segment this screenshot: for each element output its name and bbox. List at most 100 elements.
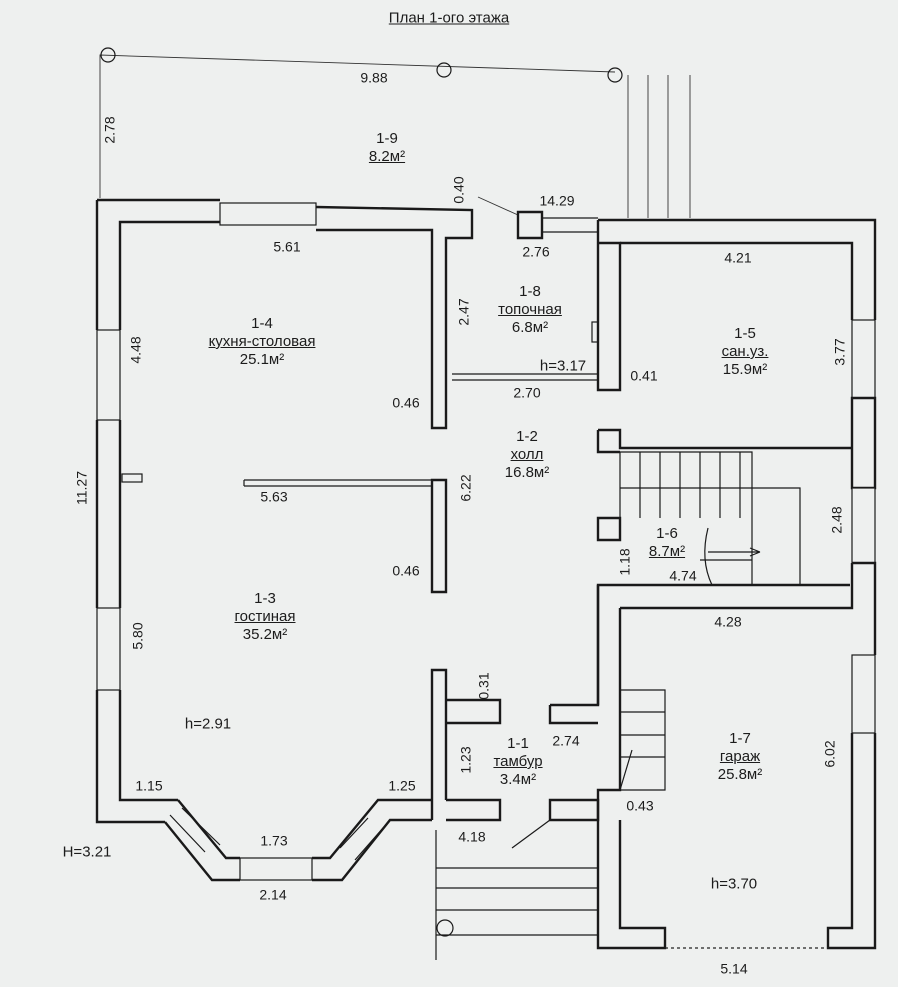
boiler-south-partition [452, 373, 598, 381]
room-area: 8.2м² [368, 148, 406, 165]
dim-1-15: 1.15 [135, 777, 163, 794]
garage-west-wall [596, 608, 667, 950]
room-area: 16.8м² [504, 464, 550, 481]
dim-0-46-lower: 0.46 [392, 562, 420, 579]
room-code: 1-4 [251, 315, 273, 332]
dim-6-22: 6.22 [457, 474, 474, 502]
plan-title: План 1-ого этажа [388, 9, 510, 27]
east-pier-2 [850, 561, 877, 655]
height-boiler: h=3.17 [539, 357, 587, 375]
vestibule-east-wall [548, 583, 850, 822]
terrace-post-3 [607, 67, 623, 83]
room-code: 1-2 [516, 428, 538, 445]
window-kitchen-west [96, 329, 121, 421]
window-living-west [96, 607, 121, 691]
stair-column [596, 516, 622, 542]
room-1-2: 1-2 холл 16.8м² [505, 428, 550, 482]
dim-2-48: 2.48 [828, 506, 845, 534]
room-1-1: 1-1 тамбур 3.4м² [493, 735, 542, 789]
garage-north-wall [596, 585, 854, 705]
dim-4-48: 4.48 [127, 336, 144, 364]
stair-treads [620, 452, 801, 585]
living-east-partition [430, 478, 448, 820]
dim-1-23: 1.23 [457, 746, 474, 774]
room-name: холл [510, 446, 544, 463]
room-name: сан.уз. [721, 343, 769, 360]
room-code: 1-8 [519, 283, 541, 300]
room-code: 1-6 [656, 525, 678, 542]
dim-11-27: 11.27 [73, 471, 90, 505]
room-1-6: 1-6 8.7м² [649, 525, 685, 561]
dim-4-21: 4.21 [724, 249, 752, 266]
room-area: 6.8м² [511, 319, 549, 336]
room-code: 1-3 [254, 590, 276, 607]
dim-2-74: 2.74 [552, 732, 580, 749]
bay-right [312, 798, 432, 882]
entry-steps [435, 830, 598, 960]
dim-2-47: 2.47 [455, 298, 472, 326]
stair-arrow [704, 527, 761, 586]
dim-5-61: 5.61 [273, 238, 301, 255]
dim-2-78: 2.78 [101, 116, 118, 144]
dim-2-70: 2.70 [513, 384, 541, 401]
terrace-outline [99, 54, 616, 198]
dim-1-25: 1.25 [388, 777, 416, 794]
room-1-5: 1-5 сан.уз. 15.9м² [722, 325, 769, 379]
room-area: 35.2м² [242, 626, 288, 643]
room-code: 1-7 [729, 730, 751, 747]
bay-left [164, 799, 240, 882]
dim-1-73: 1.73 [260, 832, 288, 849]
dim-0-41: 0.41 [630, 367, 658, 384]
room-1-7: 1-7 гараж 25.8м² [718, 730, 763, 784]
height-living: h=2.91 [184, 715, 232, 733]
bath-south-wall [596, 428, 852, 454]
room-name: гараж [719, 748, 761, 765]
dim-6-02: 6.02 [821, 740, 838, 768]
dim-5-63: 5.63 [260, 488, 288, 505]
window-bath-east [851, 319, 876, 399]
window-garage-east [851, 654, 876, 734]
bay-window-panes [169, 807, 384, 861]
boiler-window [542, 217, 598, 233]
east-pier-1 [850, 396, 877, 490]
entry-post [436, 919, 454, 937]
north-wall-west [97, 198, 474, 430]
living-kitchen-divider [243, 479, 432, 487]
room-1-3: 1-3 гостиная 35.2м² [235, 590, 296, 644]
room-code: 1-5 [734, 325, 756, 342]
dim-1-18: 1.18 [616, 548, 633, 576]
dim-0-46-upper: 0.46 [392, 394, 420, 411]
room-area: 15.9м² [722, 361, 768, 378]
room-code: 1-9 [376, 130, 398, 147]
north-wall-east [598, 218, 877, 320]
entry-leader [511, 819, 551, 849]
dim-14-29: 14.29 [539, 192, 575, 209]
stair-outline [619, 451, 753, 585]
dim-3-77: 3.77 [831, 338, 848, 366]
dim-2-76: 2.76 [522, 243, 550, 260]
window-bay-center [239, 857, 313, 881]
room-name: топочная [498, 301, 562, 318]
garage-leader [619, 749, 633, 791]
dim-5-14: 5.14 [720, 960, 748, 977]
room-name: кухня-столовая [208, 333, 316, 350]
room-name: тамбур [493, 753, 543, 770]
dim-0-31: 0.31 [475, 672, 492, 700]
height-total: H=3.21 [62, 843, 112, 861]
dim-2-14: 2.14 [259, 886, 287, 903]
dim-5-80: 5.80 [129, 622, 146, 650]
room-1-8: 1-8 топочная 6.8м² [498, 283, 562, 337]
room-code: 1-1 [507, 735, 529, 752]
room-name: гостиная [234, 608, 296, 625]
window-kitchen-north [219, 202, 317, 226]
height-garage: h=3.70 [710, 875, 758, 893]
room-1-9: 1-9 8.2м² [369, 130, 405, 166]
dim-0-40: 0.40 [450, 176, 467, 204]
west-wall-mid [95, 420, 122, 608]
garage-steps [620, 689, 666, 791]
dim-9-88: 9.88 [360, 69, 388, 86]
room-1-4: 1-4 кухня-столовая 25.1м² [209, 315, 316, 369]
wall-stub-west [121, 473, 143, 483]
garage-east-wall [826, 733, 877, 950]
